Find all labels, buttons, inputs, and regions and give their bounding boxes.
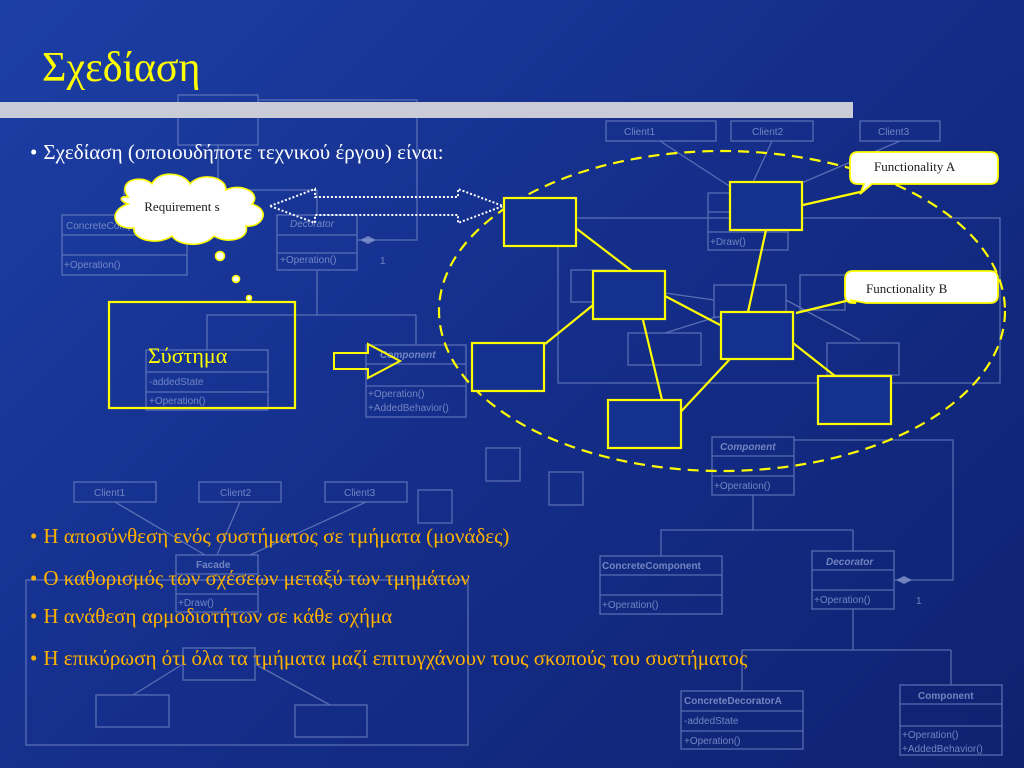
uml-client2-label: Client2 <box>220 488 252 499</box>
bullet-marker: • <box>30 604 38 628</box>
system-boundary-ellipse <box>437 149 1007 473</box>
uml-concrete-component-label: ConcreteComponent <box>66 221 158 232</box>
uml-concrete-decorator-a-label: ConcreteDecoratorA <box>684 696 782 707</box>
bullet-marker: • <box>30 140 38 164</box>
uml-operation-label: +Operation() <box>64 260 120 271</box>
bullet-item: •Ο καθορισμός των σχέσεων μεταξύ των τμη… <box>30 566 470 591</box>
uml-component-label: Component <box>720 442 776 453</box>
title-divider <box>0 102 853 118</box>
slide-title: Σχεδίαση <box>42 45 201 91</box>
uml-component-label: Component <box>918 691 974 702</box>
uml-operation-label: +Operation() <box>149 396 205 407</box>
bullet-text: Η ανάθεση αρμοδιοτήτων σε κάθε σχήμα <box>43 604 393 628</box>
functionality-b-label: Functionality B <box>866 281 948 296</box>
uml-operation-label: +Operation() <box>368 389 424 400</box>
uml-multiplicity-label: 1 <box>380 256 386 267</box>
bullet-item: •Η ανάθεση αρμοδιοτήτων σε κάθε σχήμα <box>30 604 392 629</box>
module-box <box>606 398 683 450</box>
uml-decorator-label: Decorator <box>290 219 335 230</box>
bullet-marker: • <box>30 524 38 548</box>
uml-client3-label: Client3 <box>344 488 376 499</box>
intro-bullet: •Σχεδίαση (οποιουδήποτε τεχνικού έργου) … <box>30 140 444 165</box>
uml-operation-label: +Operation() <box>714 481 770 492</box>
uml-operation-label: +Operation() <box>902 730 958 741</box>
system-box <box>107 300 297 410</box>
module-box <box>728 180 804 232</box>
uml-draw-op: +Draw() <box>178 598 214 609</box>
module-box <box>816 374 893 426</box>
uml-added-behavior-label: +AddedBehavior() <box>902 744 983 755</box>
uml-client3-label: Client3 <box>878 127 910 138</box>
module-box <box>502 196 578 248</box>
bullet-item: •Η αποσύνθεση ενός συστήματος σε τμήματα… <box>30 524 509 549</box>
uml-facade-label: Facade <box>196 560 231 571</box>
bullet-text: Ο καθορισμός των σχέσεων μεταξύ των τμημ… <box>43 566 470 590</box>
module-box <box>591 269 667 321</box>
functionality-b-callout <box>844 270 999 304</box>
uml-client2-label: Client2 <box>752 127 784 138</box>
uml-operation-label: +Operation() <box>602 600 658 611</box>
uml-operation-label: +Operation() <box>684 736 740 747</box>
system-label: Σύστημα <box>148 343 228 368</box>
module-box <box>719 310 795 361</box>
bullet-marker: • <box>30 566 38 590</box>
bullet-marker: • <box>30 646 38 670</box>
uml-client1-label: Client1 <box>624 127 656 138</box>
uml-component-label: Component <box>380 350 436 361</box>
module-box <box>470 341 546 393</box>
uml-operation-label: +Operation() <box>814 595 870 606</box>
uml-added-behavior-label: +AddedBehavior() <box>368 403 449 414</box>
uml-draw-op: +Draw() <box>710 237 746 248</box>
requirements-label: Requirement s <box>144 199 220 214</box>
system-arrow <box>333 342 403 380</box>
functionality-a-label: Functionality A <box>874 159 956 174</box>
bullet-item: •Η επικύρωση ότι όλα τα τμήματα μαζί επι… <box>30 646 747 671</box>
intro-bullet-text: Σχεδίαση (οποιουδήποτε τεχνικού έργου) ε… <box>43 140 444 164</box>
bullet-text: Η αποσύνθεση ενός συστήματος σε τμήματα … <box>43 524 510 548</box>
uml-decorator-label: Decorator <box>826 557 874 568</box>
functionality-a-callout <box>849 151 999 195</box>
requirements-cloud <box>114 173 264 302</box>
uml-concrete-component-label: ConcreteComponent <box>602 561 702 572</box>
uml-multiplicity-label: 1 <box>916 596 922 607</box>
requirements-double-arrow <box>267 187 506 225</box>
uml-operation-label: +Operation() <box>280 255 336 266</box>
uml-added-state-label: -addedState <box>149 377 204 388</box>
bullet-text: Η επικύρωση ότι όλα τα τμήματα μαζί επιτ… <box>43 646 748 670</box>
uml-added-state-label: -addedState <box>684 716 739 727</box>
uml-client1-label: Client1 <box>94 488 126 499</box>
